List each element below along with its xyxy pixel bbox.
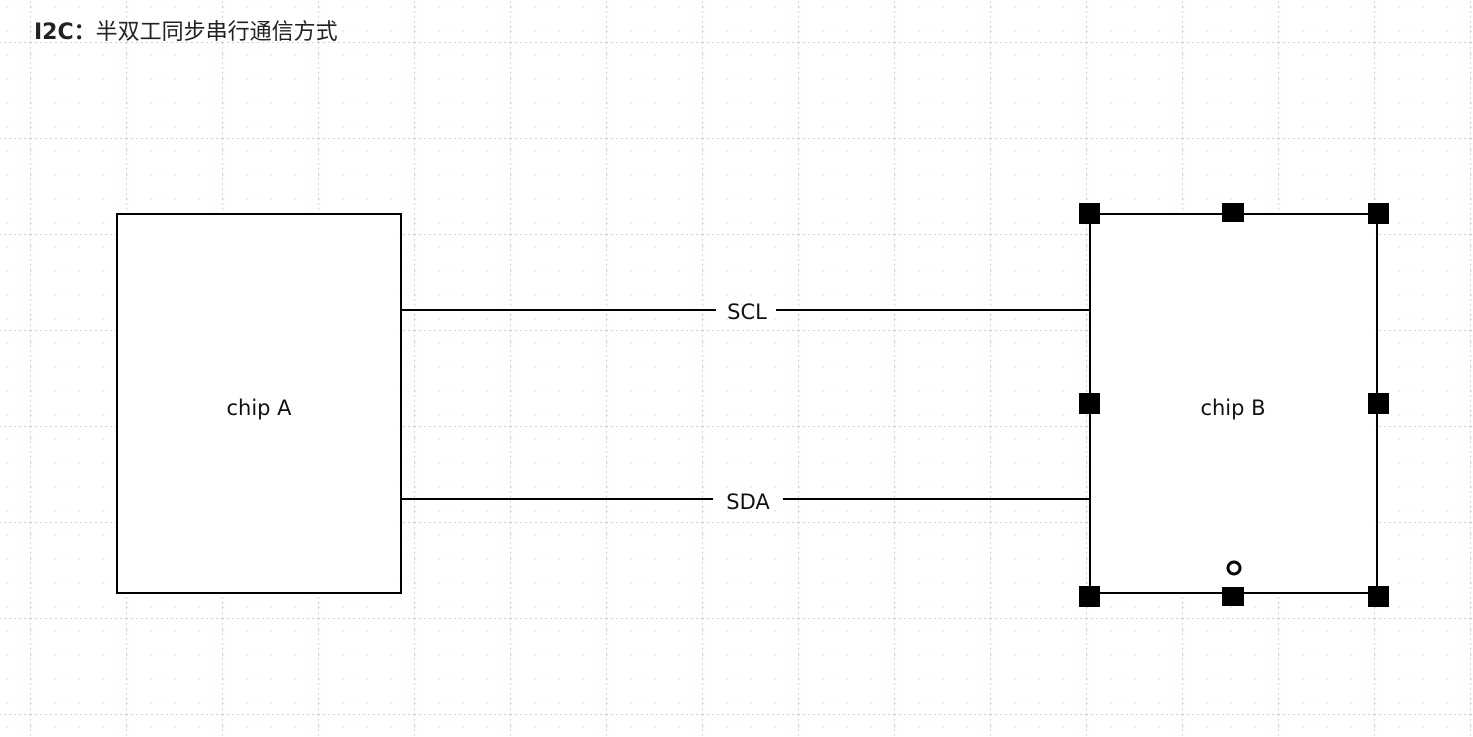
selection-handles (1079, 203, 1389, 607)
edge-sda-label: SDA (726, 490, 770, 514)
node-chip-a[interactable]: chip A (116, 213, 402, 594)
resize-handle-bottom-left[interactable] (1079, 586, 1100, 607)
resize-handle-top-left[interactable] (1079, 203, 1100, 224)
edge-scl[interactable]: SCL (401, 300, 1090, 324)
rotate-handle[interactable] (1226, 560, 1242, 576)
node-chip-b[interactable]: chip B (1089, 213, 1378, 594)
resize-handle-top-center[interactable] (1222, 203, 1244, 222)
title-text: 半双工同步串行通信方式 (95, 20, 338, 45)
resize-handle-middle-right[interactable] (1368, 393, 1389, 414)
edge-scl-label: SCL (727, 300, 767, 324)
resize-handle-bottom-right[interactable] (1368, 586, 1389, 607)
resize-handle-bottom-center[interactable] (1222, 587, 1244, 606)
page-title: I2C：半双工同步串行通信方式 (34, 14, 338, 46)
node-chip-a-label: chip A (226, 396, 292, 420)
title-prefix: I2C： (34, 20, 96, 45)
node-chip-b-label: chip B (1200, 396, 1265, 420)
resize-handle-top-right[interactable] (1368, 203, 1389, 224)
resize-handle-middle-left[interactable] (1079, 393, 1100, 414)
edge-sda[interactable]: SDA (401, 490, 1090, 514)
